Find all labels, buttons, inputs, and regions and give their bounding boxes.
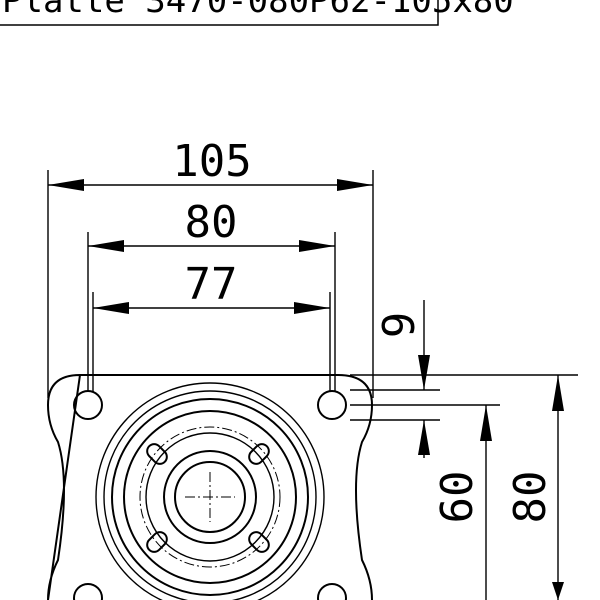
bearing-ring-4 — [123, 410, 297, 584]
bolt-circle — [139, 426, 281, 568]
dim-label-9: 9 — [374, 312, 425, 339]
dim-label-60: 60 — [432, 471, 483, 524]
bearing-ring-5 — [145, 432, 275, 562]
dimension-60: 60 — [432, 405, 492, 600]
dimension-77: 77 — [93, 259, 330, 314]
slot-top-right — [248, 443, 270, 465]
arrow-left-77 — [93, 302, 129, 314]
arrow-right-105 — [337, 179, 373, 191]
arrow-right-80h — [299, 240, 335, 252]
dimension-105: 105 — [48, 136, 373, 191]
dim-label-80v: 80 — [505, 471, 556, 524]
dimension-9: 9 — [374, 300, 430, 458]
slot-bottom-left — [146, 531, 168, 553]
bolt-hole-bottom-left — [73, 583, 103, 600]
arrow-bottom-9 — [418, 420, 430, 455]
title-frame — [0, 0, 439, 26]
slot-top-left — [146, 443, 168, 465]
bolt-hole-bottom-right — [317, 583, 347, 600]
arrow-top-9 — [418, 355, 430, 390]
hub-slots — [146, 443, 270, 553]
bearing-ring-3 — [111, 398, 309, 596]
slot-bottom-right — [248, 531, 270, 553]
bolt-hole-top-right — [317, 390, 347, 420]
extension-lines — [47, 170, 578, 421]
bolt-hole-top-left — [73, 390, 103, 420]
arrow-top-60 — [480, 405, 492, 441]
hub-outer — [163, 450, 257, 544]
hub-bore — [174, 461, 246, 533]
arrow-right-77 — [294, 302, 330, 314]
bearing-outer-ring — [95, 382, 325, 600]
mounting-plate — [46, 373, 374, 600]
title-block: Platte 3470-080P62-105x80 — [0, 0, 514, 26]
arrow-left-80h — [88, 240, 124, 252]
dimension-80-horizontal: 80 — [88, 197, 335, 252]
title-label: Platte 3470-080P62-105x80 — [2, 0, 514, 21]
dimension-80-vertical: 80 — [505, 375, 564, 600]
dim-label-80h: 80 — [185, 197, 238, 248]
dim-label-77: 77 — [185, 259, 238, 310]
arrow-top-80v — [552, 375, 564, 411]
plate-outline — [46, 373, 374, 600]
arrow-left-105 — [48, 179, 84, 191]
dim-label-105: 105 — [172, 136, 251, 187]
arrow-bottom-80v — [552, 582, 564, 600]
bearing-ring-2 — [103, 390, 317, 600]
